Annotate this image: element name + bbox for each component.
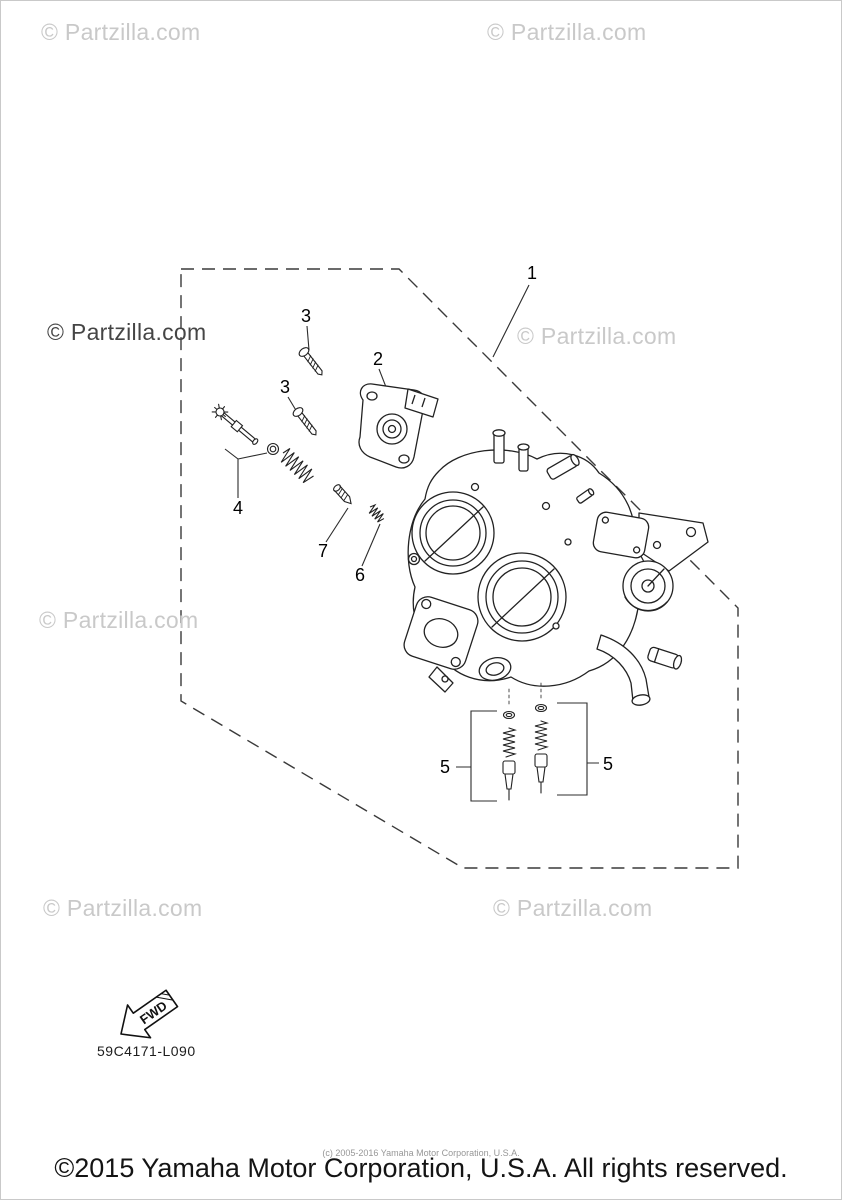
- callout-3b: 3: [279, 377, 291, 397]
- callout-1: 1: [526, 263, 538, 283]
- callout-7: 7: [317, 541, 329, 561]
- part-4-shaft: [211, 403, 280, 456]
- partzilla-watermark: © Partzilla.com: [43, 895, 203, 921]
- partzilla-watermark: © Partzilla.com: [487, 19, 647, 45]
- throttle-body-drawing: [403, 429, 709, 707]
- callout-2: 2: [372, 349, 384, 369]
- copyright-line: ©2015 Yamaha Motor Corporation, U.S.A. A…: [54, 1153, 788, 1183]
- partzilla-watermark: © Partzilla.com: [41, 19, 201, 45]
- callout-5-left: 5: [439, 757, 451, 777]
- dashed-boundary: [180, 268, 739, 869]
- part-6-spring: [368, 503, 385, 523]
- fwd-arrow-icon: FWD: [120, 989, 179, 1039]
- partzilla-watermark: © Partzilla.com: [47, 319, 207, 345]
- partzilla-watermark: © Partzilla.com: [517, 323, 677, 349]
- callout-3a: 3: [300, 306, 312, 326]
- part-3-screws: [292, 347, 323, 436]
- part-7-screw: [333, 484, 352, 505]
- leader-lines: [224, 284, 599, 802]
- main-spring: [280, 448, 314, 484]
- callout-4: 4: [232, 498, 244, 518]
- part-2-sensor: [358, 383, 439, 469]
- callout-6: 6: [354, 565, 366, 585]
- partzilla-watermark: © Partzilla.com: [493, 895, 653, 921]
- part-5-components: [502, 703, 549, 801]
- partzilla-watermark: © Partzilla.com: [39, 607, 199, 633]
- small-copyright: (c) 2005-2016 Yamaha Motor Corporation, …: [322, 1148, 520, 1158]
- diagram-part-code: 59C4171-L090: [97, 1043, 196, 1059]
- callout-5-right: 5: [602, 754, 614, 774]
